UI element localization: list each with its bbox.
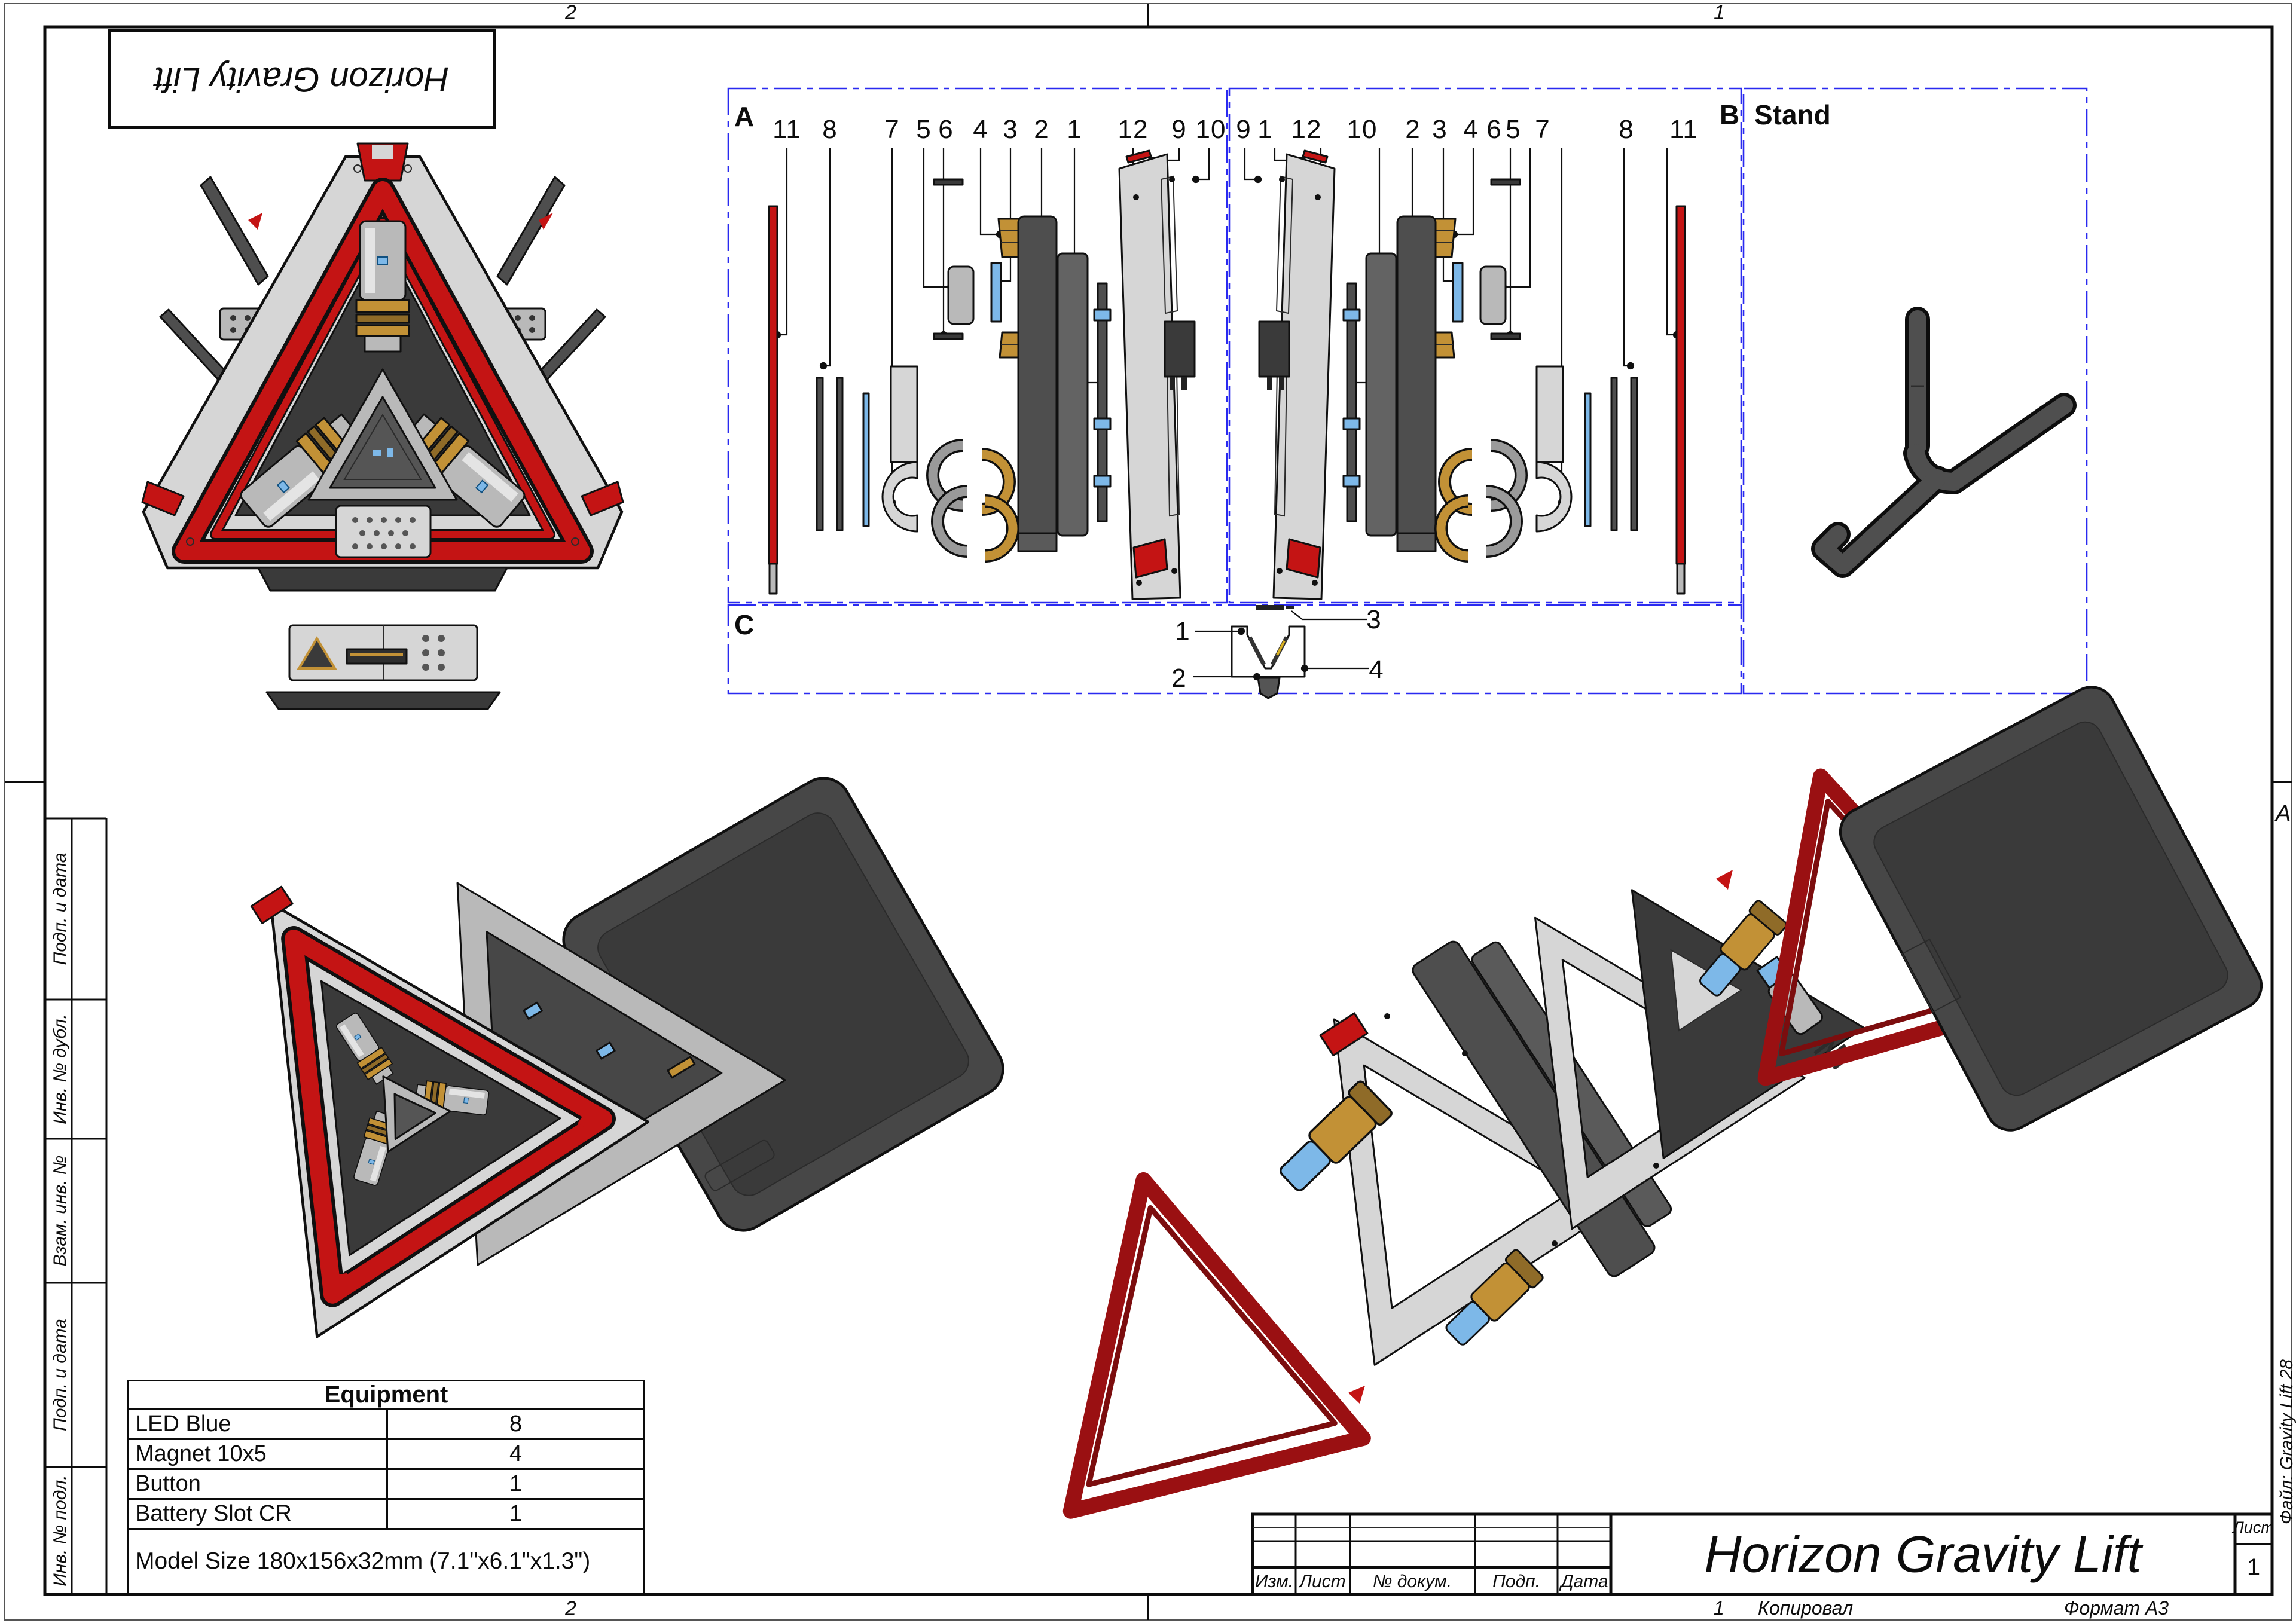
bottom-zone-2: 2: [565, 1597, 576, 1620]
exploded-view-left-half: [769, 148, 1209, 599]
front-view: [141, 142, 624, 710]
table-row: Model Size 180x156x32mm (7.1"x6.1"x1.3"): [127, 1528, 646, 1595]
document-title: Horizon Gravity Lift: [1704, 1526, 2142, 1584]
sheet-number: 1: [2246, 1554, 2261, 1581]
callout-a-left: 7: [884, 115, 900, 144]
view-b-label: B: [1720, 99, 1740, 130]
callout-a-left: 10: [1195, 115, 1226, 144]
view-a-left-border: [727, 87, 1228, 604]
equipment-table: Equipment LED Blue 8 Magnet 10x5 4 Butto…: [127, 1380, 646, 1595]
view-b-stand-part: [1811, 307, 2077, 578]
flipped-title-box: Horizon Gravity Lift: [108, 29, 496, 129]
titleblock-header-podp: Подп.: [1492, 1572, 1540, 1591]
callout-a-right: 7: [1535, 115, 1550, 144]
stamp-col-inv-dubl: Инв. № дубл.: [50, 1014, 70, 1124]
titleblock-header-dokum: № докум.: [1372, 1572, 1452, 1591]
titleblock-header-data: Дата: [1561, 1572, 1608, 1591]
bottom-zone-1: 1: [1714, 1597, 1724, 1619]
callout-a-right: 5: [1506, 115, 1521, 144]
view-c-border: [727, 604, 1742, 695]
equipment-qty: 1: [386, 1468, 646, 1500]
callout-a-left: 12: [1118, 115, 1149, 144]
table-row: LED Blue 8: [127, 1408, 646, 1440]
title-block-grid: [1251, 1512, 2274, 1596]
callout-a-left: 4: [973, 115, 988, 144]
callout-a-left: 2: [1034, 115, 1049, 144]
callout-a-right: 4: [1463, 115, 1479, 144]
equipment-name: LED Blue: [127, 1408, 388, 1440]
table-row: Battery Slot CR 1: [127, 1498, 646, 1530]
iso-exploded-view: [1062, 686, 2263, 1519]
file-label: Файл: Gravity Lift 28: [2277, 1359, 2296, 1524]
callout-a-left: 9: [1171, 115, 1187, 144]
titleblock-header-izm: Изм.: [1255, 1572, 1293, 1591]
equipment-table-title: Equipment: [127, 1380, 646, 1410]
callout-a-left: 5: [916, 115, 932, 144]
stamp-col-vzam-inv: Взам. инв. №: [50, 1155, 70, 1267]
callout-c: 2: [1171, 664, 1187, 693]
callout-a-right: 6: [1486, 115, 1502, 144]
view-a-label: A: [734, 101, 755, 132]
model-size-note: Model Size 180x156x32mm (7.1"x6.1"x1.3"): [127, 1528, 646, 1595]
right-zone-letter: A: [2276, 801, 2291, 826]
callout-a-right: 12: [1291, 115, 1322, 144]
titleblock-header-list: Лист: [1299, 1572, 1346, 1591]
callout-a-right: 11: [1669, 115, 1698, 144]
callout-a-right: 2: [1405, 115, 1421, 144]
sheet-label: Лист: [2233, 1518, 2274, 1536]
view-a-right-border: [1228, 87, 1742, 604]
equipment-qty: 4: [386, 1438, 646, 1470]
top-zone-1: 1: [1714, 1, 1725, 24]
equipment-qty: 1: [386, 1498, 646, 1530]
table-row: Magnet 10x5 4: [127, 1438, 646, 1470]
callout-a-right: 1: [1257, 115, 1273, 144]
exploded-view-right-half: [1245, 148, 1685, 599]
iso-open-view: [250, 777, 1004, 1338]
callout-a-left: 6: [938, 115, 954, 144]
callout-c: 1: [1175, 617, 1190, 646]
callout-a-left: 11: [773, 115, 801, 144]
stamp-col-podp-data-1: Подп. и дата: [50, 852, 70, 965]
callout-c: 4: [1369, 655, 1384, 684]
callout-a-right: 9: [1236, 115, 1251, 144]
callout-a-left: 8: [822, 115, 838, 144]
table-row: Button 1: [127, 1468, 646, 1500]
callout-a-left: 1: [1067, 115, 1082, 144]
copied-label: Копировал: [1758, 1597, 1854, 1619]
flipped-title-text: Horizon Gravity Lift: [154, 59, 450, 99]
view-c-label: C: [734, 609, 755, 640]
stamp-col-podp-data-2: Подп. и дата: [50, 1319, 70, 1431]
equipment-name: Button: [127, 1468, 388, 1500]
callout-c: 3: [1366, 605, 1382, 634]
format-label: Формат A3: [2064, 1597, 2169, 1619]
callout-a-right: 8: [1619, 115, 1634, 144]
callout-a-right: 10: [1347, 115, 1378, 144]
stamp-col-inv-podl: Инв. № подл.: [50, 1475, 70, 1587]
top-zone-2: 2: [565, 1, 576, 24]
equipment-qty: 8: [386, 1408, 646, 1440]
view-c-detail: [1193, 605, 1369, 699]
view-b-border: [1742, 87, 2088, 695]
view-b-title: Stand: [1754, 99, 1831, 130]
callout-a-right: 3: [1432, 115, 1448, 144]
equipment-name: Magnet 10x5: [127, 1438, 388, 1470]
callout-a-left: 3: [1003, 115, 1018, 144]
equipment-name: Battery Slot CR: [127, 1498, 388, 1530]
